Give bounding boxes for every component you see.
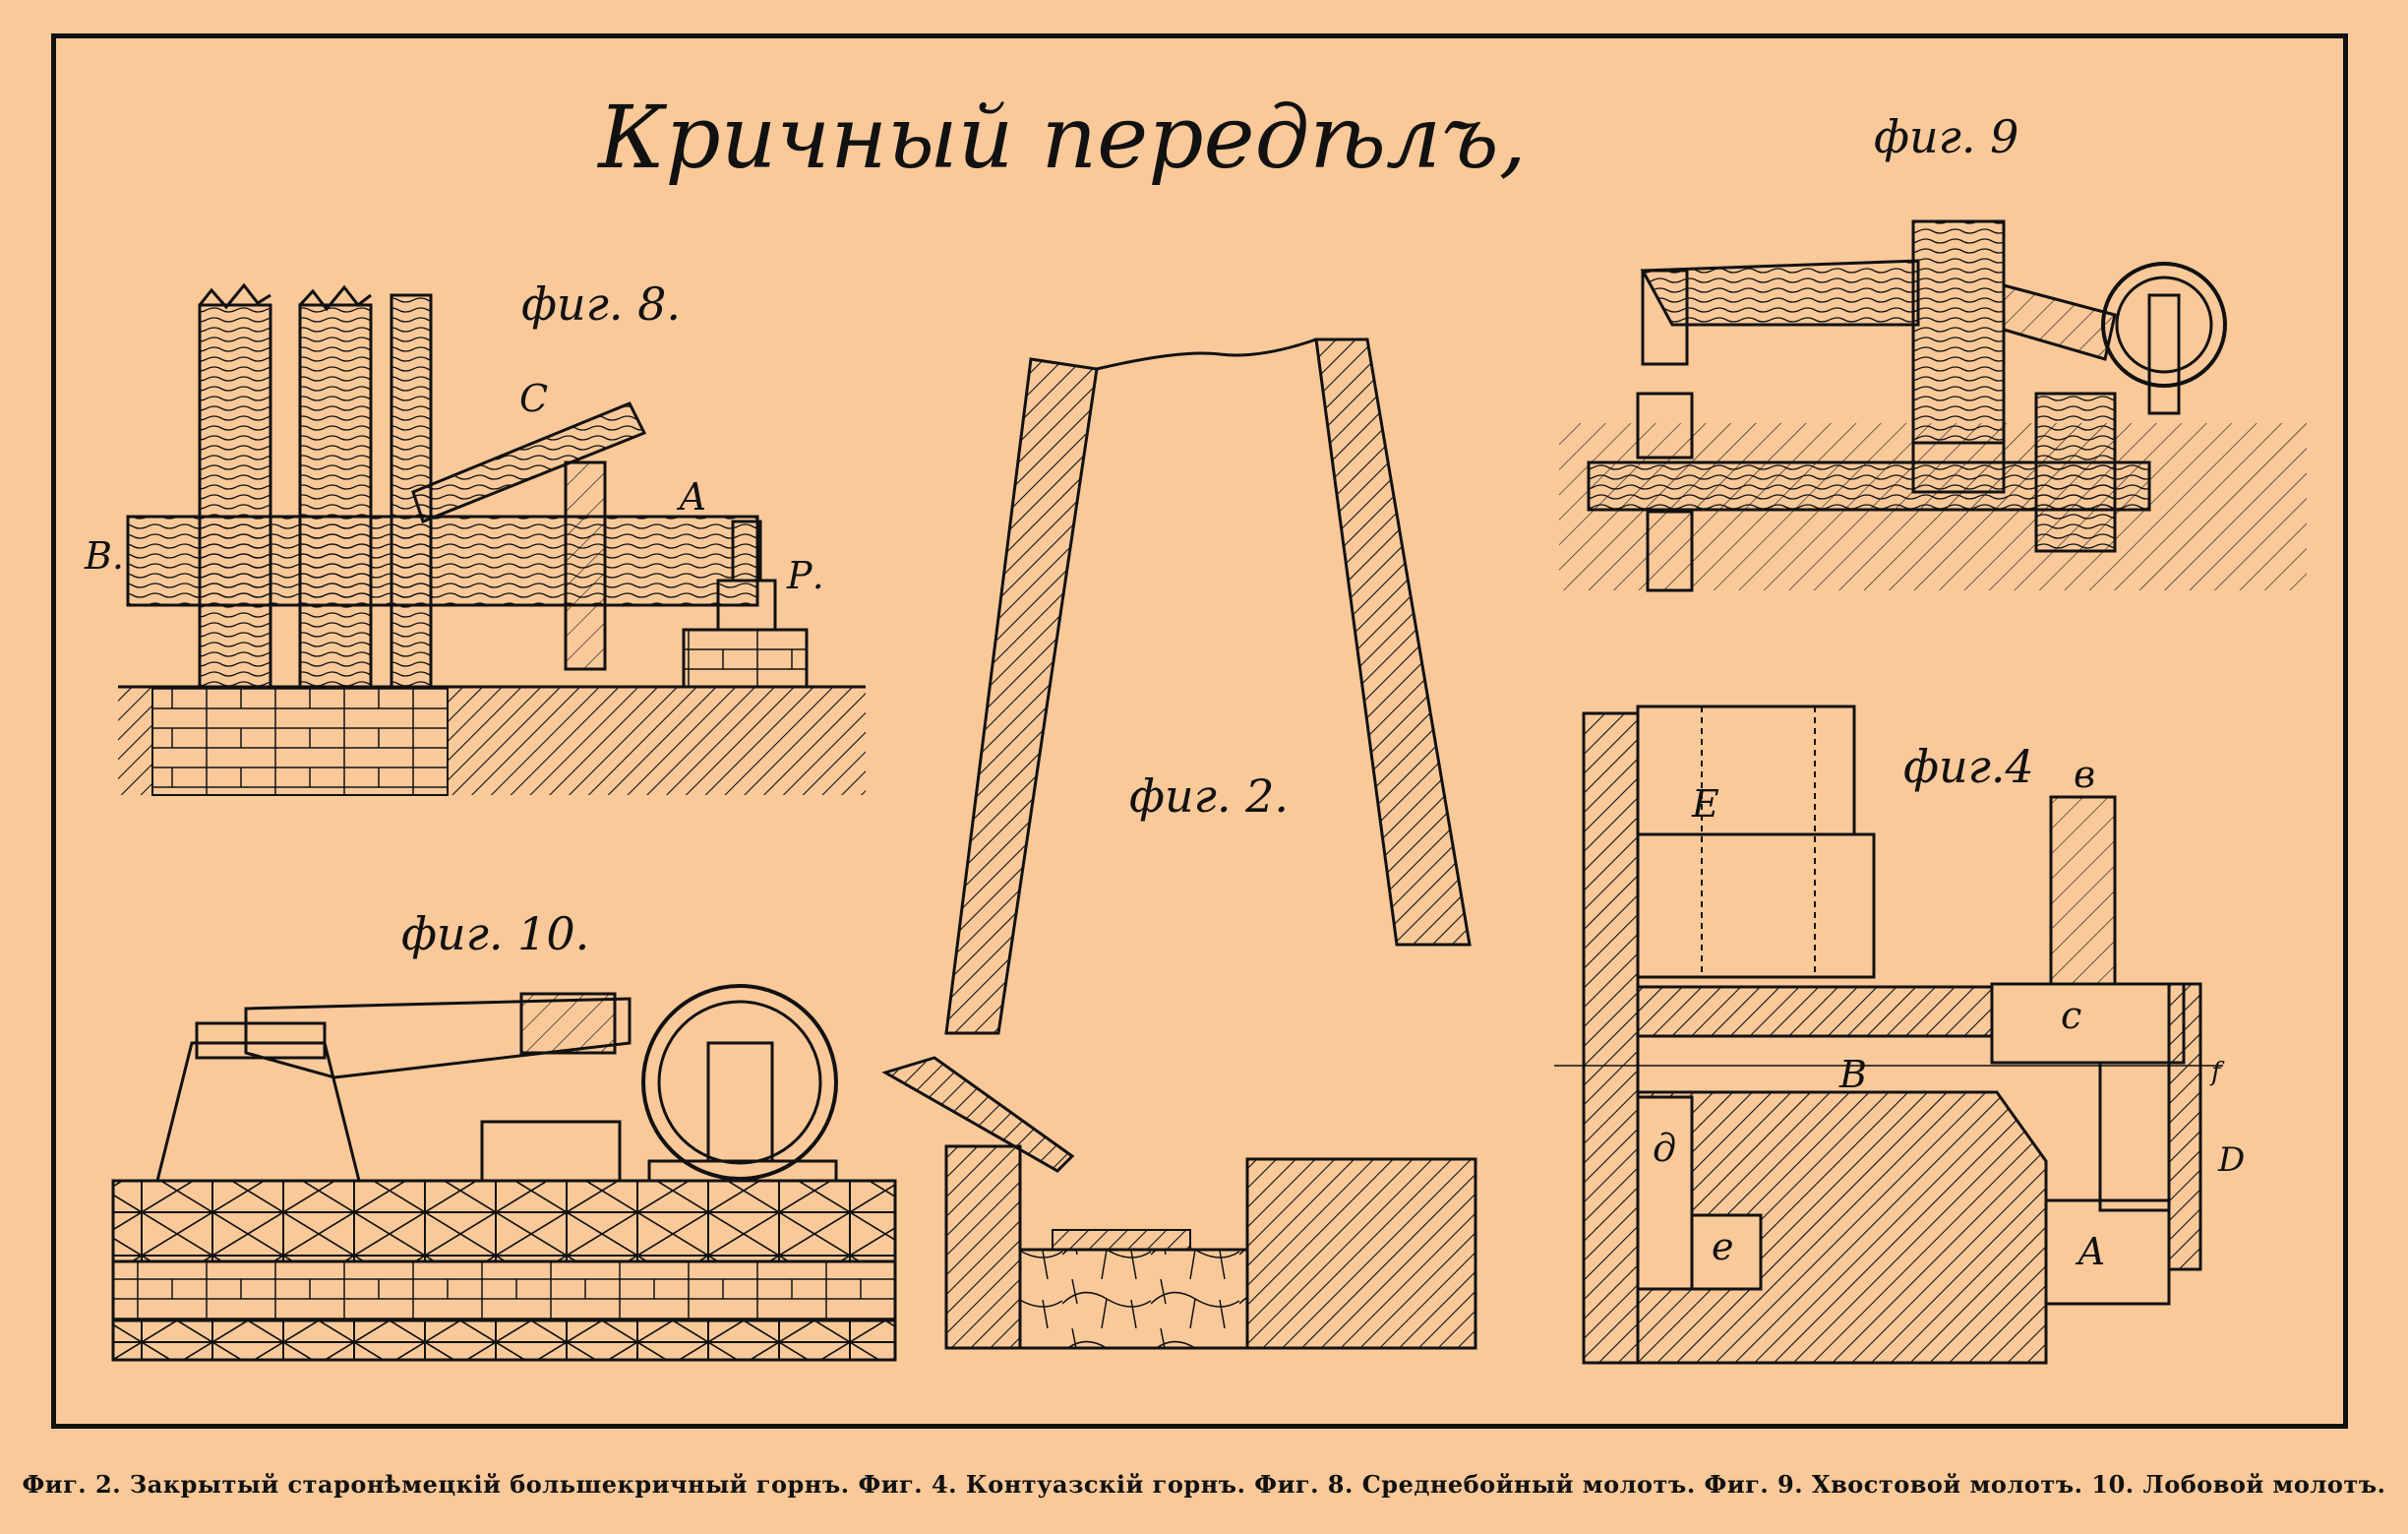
fig8-letter-B: В. — [84, 534, 124, 578]
fig2-label: фиг. 2. — [1129, 769, 1289, 823]
fig4-letter-b: в — [2074, 753, 2095, 796]
figure-4: фиг.4 в с В А D д е Е f — [1554, 705, 2245, 1365]
fig4-letter-E: Е — [1691, 782, 1719, 826]
fig4-letter-B: В — [1838, 1053, 1867, 1096]
figure-10: фиг. 10. — [111, 907, 897, 1362]
plate-caption: Фиг. 2. Закрытый старонѣмецкій большекри… — [22, 1470, 2386, 1499]
fig4-letter-e: е — [1712, 1225, 1734, 1268]
figure-8: фиг. 8. С А В. Р. — [84, 277, 866, 796]
plate-title: Кричный передѣлъ, — [596, 87, 1526, 188]
fig4-letter-A: А — [2075, 1230, 2106, 1273]
figure-2: фиг. 2. — [881, 337, 1477, 1350]
fig8-label: фиг. 8. — [521, 277, 681, 331]
fig4-letter-d: д — [1653, 1127, 1676, 1170]
plate-frame — [51, 33, 2348, 1429]
fig8-letter-A: А — [676, 475, 707, 519]
fig4-letter-D: D — [2217, 1140, 2245, 1180]
figure-9: фиг. 9 — [1559, 110, 2307, 592]
fig8-letter-C: С — [519, 377, 548, 420]
fig4-label: фиг.4 — [1903, 740, 2034, 793]
fig10-label: фиг. 10. — [401, 907, 589, 960]
fig8-letter-P: Р. — [786, 554, 824, 597]
fig4-letter-c: с — [2061, 994, 2081, 1037]
fig9-label: фиг. 9 — [1874, 110, 2018, 163]
fig4-letter-f: f — [2209, 1058, 2225, 1087]
